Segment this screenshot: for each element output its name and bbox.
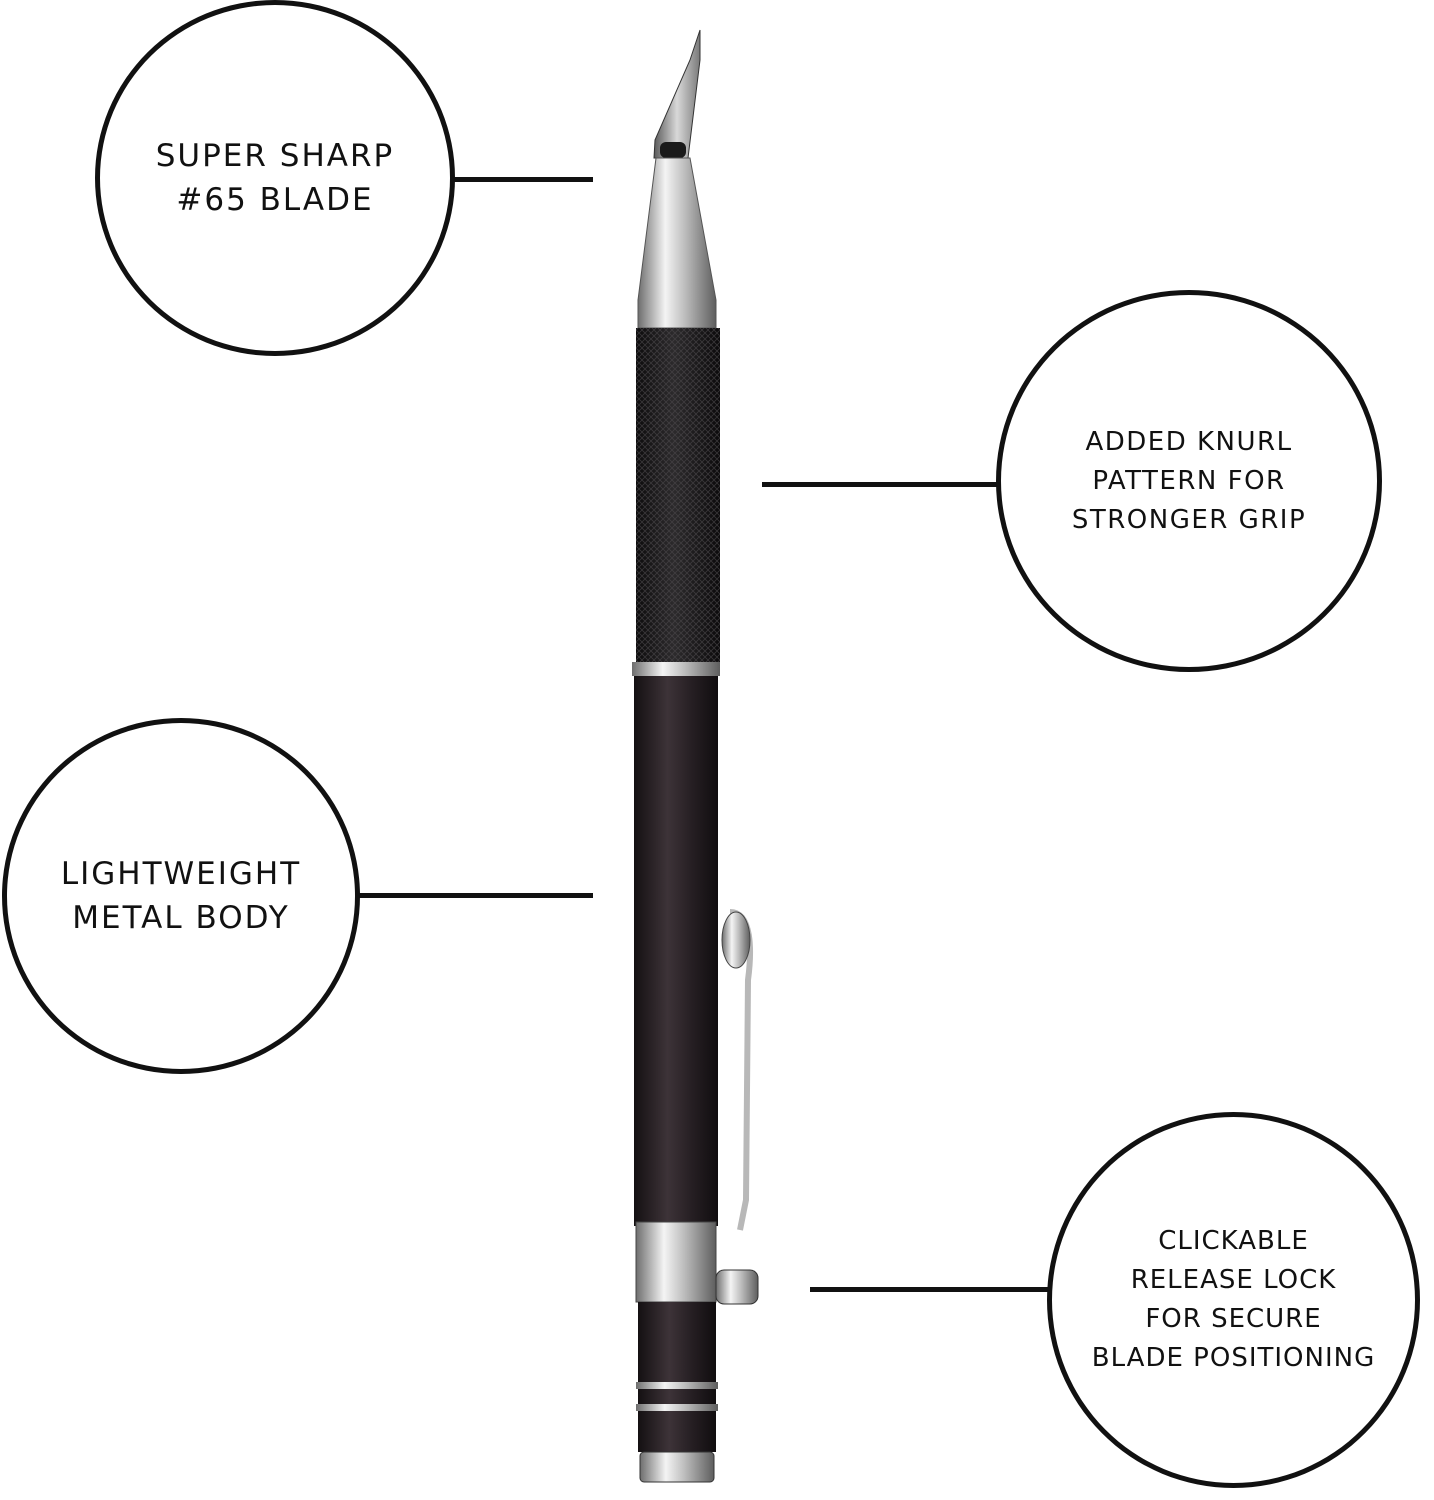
callout-lock-line-2: RELEASE LOCK <box>1130 1265 1337 1295</box>
callout-body: LIGHTWEIGHT METAL BODY <box>2 718 360 1074</box>
leader-line-lock <box>810 1287 1050 1292</box>
lower-body <box>638 1302 716 1452</box>
metal-body <box>634 676 718 1226</box>
chrome-ring-lower-1 <box>636 1382 718 1389</box>
callout-lock-line-1: CLICKABLE <box>1158 1226 1309 1256</box>
leader-line-blade <box>452 177 593 182</box>
callout-knurl-line-1: ADDED KNURL <box>1085 426 1293 457</box>
blade-holder-tip <box>660 142 686 158</box>
callout-lock: CLICKABLE RELEASE LOCK FOR SECURE BLADE … <box>1047 1112 1420 1488</box>
callout-knurl-line-2: PATTERN FOR <box>1092 465 1286 496</box>
callout-blade: SUPER SHARP #65 BLADE <box>95 0 455 356</box>
callout-knurl-line-3: STRONGER GRIP <box>1071 504 1307 535</box>
callout-blade-line-1: SUPER SHARP <box>155 138 395 174</box>
leader-line-body <box>356 893 593 898</box>
chrome-collet <box>637 157 717 329</box>
callout-knurl: ADDED KNURL PATTERN FOR STRONGER GRIP <box>996 290 1382 672</box>
clip-base <box>635 1221 717 1303</box>
callout-lock-line-4: BLADE POSITIONING <box>1091 1343 1376 1373</box>
callout-body-line-1: LIGHTWEIGHT <box>60 856 302 892</box>
chrome-ring-lower-2 <box>636 1404 718 1411</box>
callout-lock-line-3: FOR SECURE <box>1145 1304 1322 1334</box>
end-cap <box>639 1451 715 1483</box>
release-lock-button <box>715 1269 759 1305</box>
chrome-ring-upper <box>632 662 720 676</box>
leader-line-knurl <box>762 482 998 487</box>
callout-body-line-2: METAL BODY <box>72 900 290 936</box>
callout-blade-line-2: #65 BLADE <box>176 182 374 218</box>
blade <box>653 29 701 159</box>
